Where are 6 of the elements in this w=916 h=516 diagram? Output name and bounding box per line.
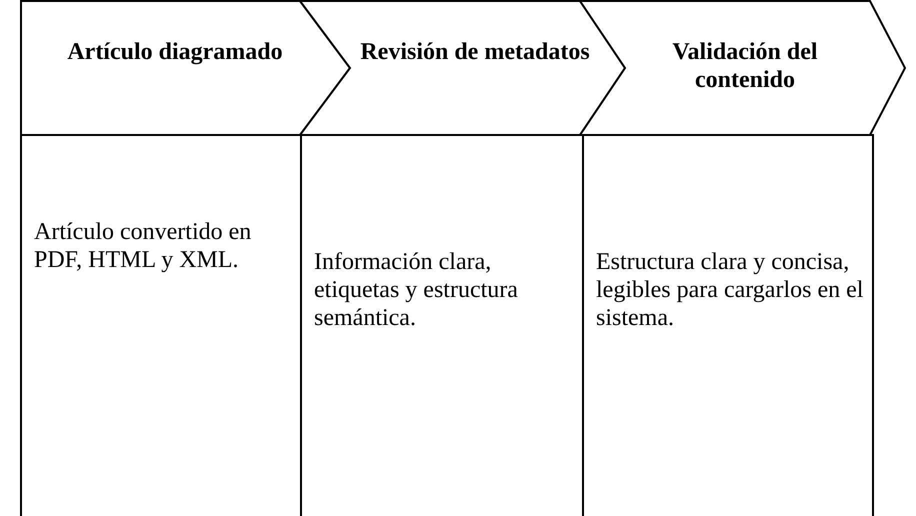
description-text: Estructura clara y concisa, legibles para cargarlos en el sistema. (596, 248, 864, 332)
step-title: Artículo diagramado (66, 38, 284, 66)
description-text: Información clara, etiquetas y estructura semántica. (314, 248, 519, 332)
step-title: Validación del contenido (671, 38, 819, 94)
step-title: Revisión de metadatos (360, 38, 590, 66)
description-text: Artículo convertido en PDF, HTML y XML. (34, 218, 252, 274)
